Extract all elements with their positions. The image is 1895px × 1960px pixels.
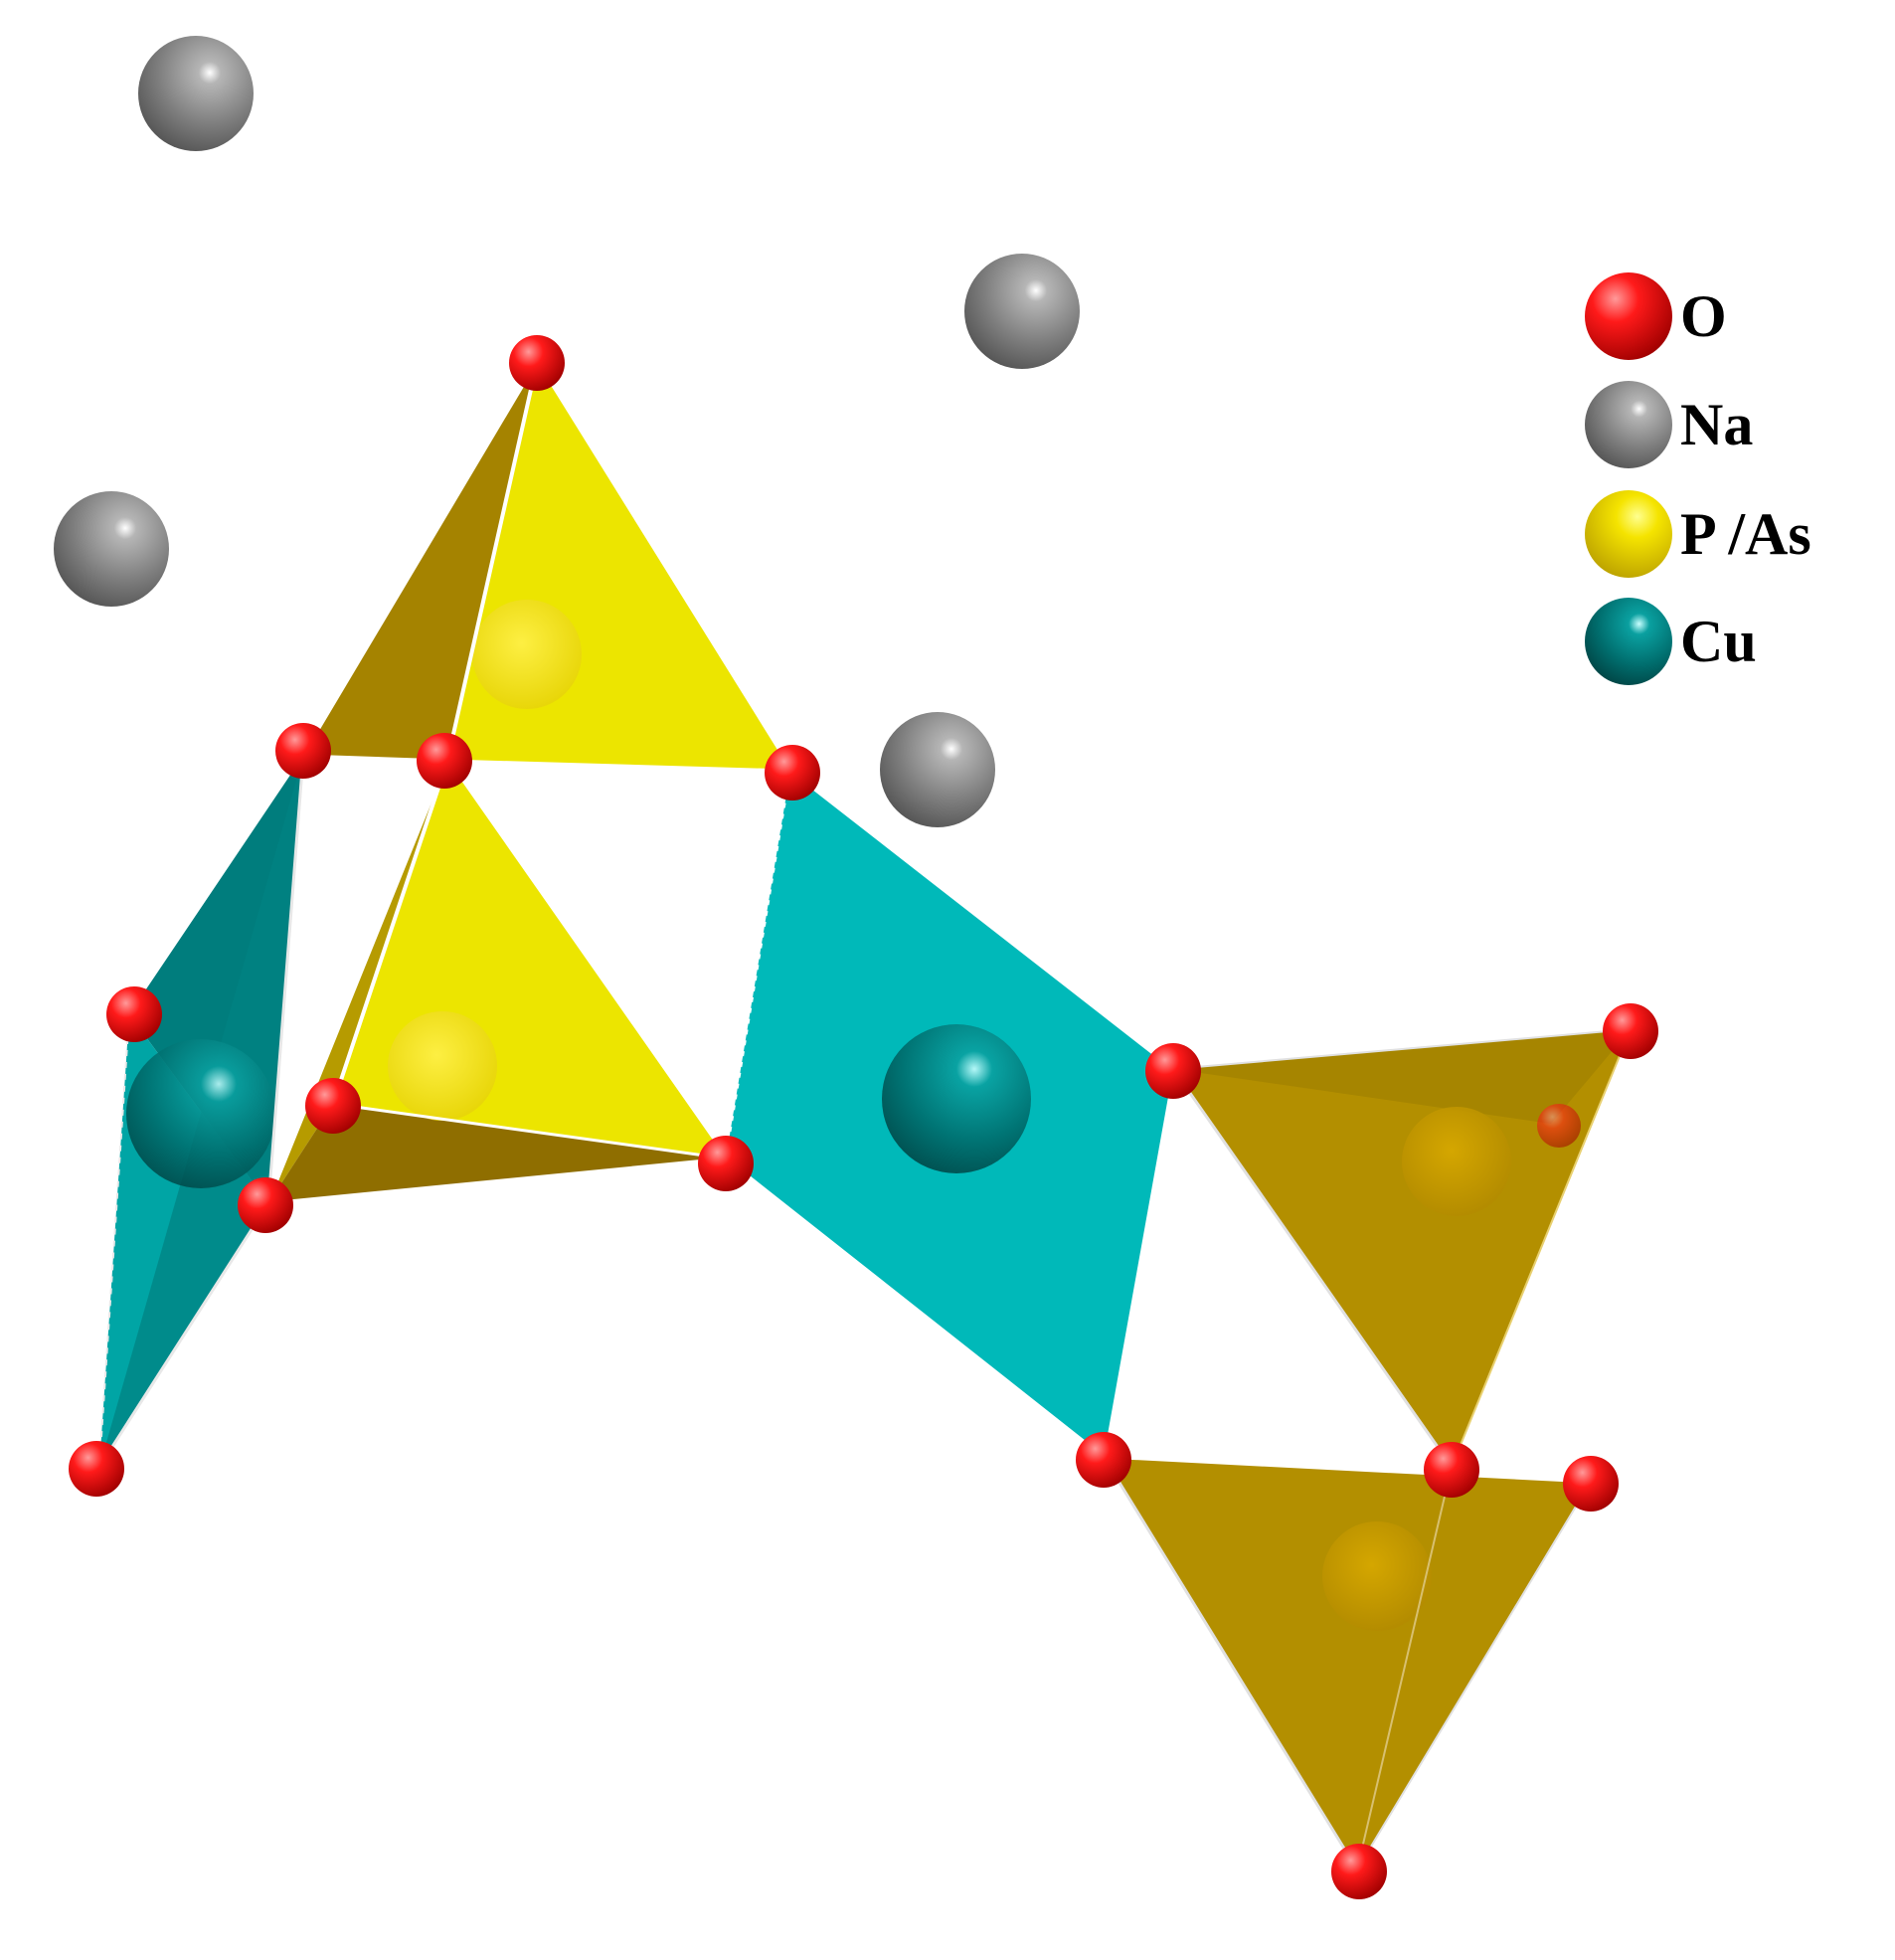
na-atom bbox=[964, 254, 1080, 369]
legend-cu-swatch bbox=[1585, 598, 1672, 685]
legend-cu-label: Cu bbox=[1680, 609, 1757, 674]
cu-atom bbox=[126, 1039, 275, 1188]
o-atom bbox=[1537, 1104, 1581, 1148]
o-atom bbox=[1076, 1432, 1131, 1488]
o-atom bbox=[1563, 1456, 1619, 1512]
legend-item-cu: Cu bbox=[1585, 598, 1757, 685]
na-atoms bbox=[54, 36, 1080, 827]
legend-na-swatch bbox=[1585, 381, 1672, 468]
o-atoms bbox=[69, 335, 1658, 1899]
cu-polyhedron-left bbox=[97, 755, 305, 1468]
legend-p-as-swatch bbox=[1585, 490, 1672, 578]
legend-item-na: Na bbox=[1585, 381, 1753, 468]
p-as-atom bbox=[1402, 1107, 1511, 1216]
p-as-atom bbox=[1322, 1521, 1432, 1631]
na-atom bbox=[138, 36, 254, 151]
o-atom bbox=[698, 1136, 754, 1191]
na-atom bbox=[880, 712, 995, 827]
o-atom bbox=[509, 335, 565, 391]
p-as-tetrahedron-right-upper bbox=[1171, 1028, 1632, 1468]
o-atom bbox=[275, 723, 331, 779]
o-atom bbox=[305, 1078, 361, 1134]
o-atom bbox=[69, 1441, 124, 1497]
p-as-atom bbox=[388, 1011, 497, 1121]
p-as-tetrahedron-top bbox=[302, 362, 791, 773]
o-atom bbox=[106, 986, 162, 1042]
legend-p-as-label: P /As bbox=[1680, 501, 1811, 567]
legend: O Na P /As Cu bbox=[1585, 272, 1811, 685]
legend-o-label: O bbox=[1680, 283, 1727, 349]
p-as-tetrahedron-right-lower bbox=[1102, 1455, 1592, 1871]
p-as-atom bbox=[472, 600, 582, 709]
cu-atom bbox=[882, 1024, 1031, 1173]
o-atom bbox=[765, 745, 820, 801]
o-atom bbox=[238, 1177, 293, 1233]
legend-o-swatch bbox=[1585, 272, 1672, 360]
o-atom bbox=[417, 733, 472, 789]
na-atom bbox=[54, 491, 169, 607]
legend-item-p-as: P /As bbox=[1585, 490, 1811, 578]
cu-polyhedron-center bbox=[725, 769, 1174, 1459]
legend-item-o: O bbox=[1585, 272, 1727, 360]
o-atom bbox=[1424, 1442, 1479, 1498]
o-atom bbox=[1603, 1003, 1658, 1059]
o-atom bbox=[1145, 1043, 1201, 1099]
legend-na-label: Na bbox=[1680, 392, 1753, 457]
p-as-tetrahedron-middle bbox=[267, 760, 727, 1205]
o-atom bbox=[1331, 1844, 1387, 1899]
